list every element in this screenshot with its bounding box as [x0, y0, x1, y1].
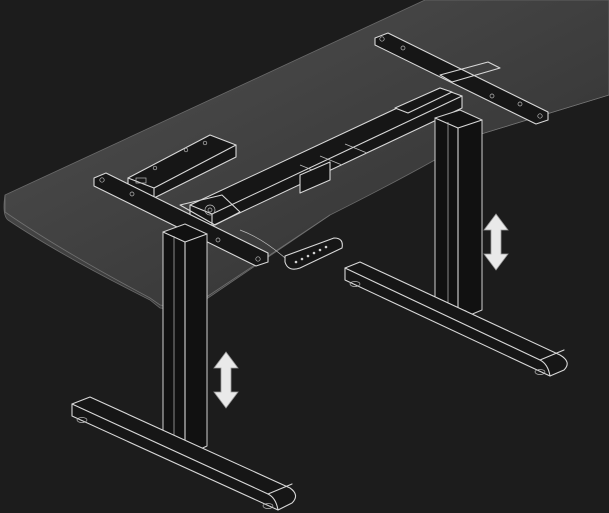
- right-leg: [434, 109, 483, 321]
- left-foot: [71, 396, 297, 511]
- left-top-bracket: [93, 172, 269, 267]
- right-top-bracket: [374, 32, 549, 125]
- right-foot: [344, 261, 568, 377]
- crossbar: [189, 87, 463, 227]
- up-down-arrow-icon: [213, 351, 239, 409]
- handset: [239, 229, 343, 270]
- left-leg: [162, 223, 208, 457]
- up-down-arrow-icon: [483, 213, 509, 271]
